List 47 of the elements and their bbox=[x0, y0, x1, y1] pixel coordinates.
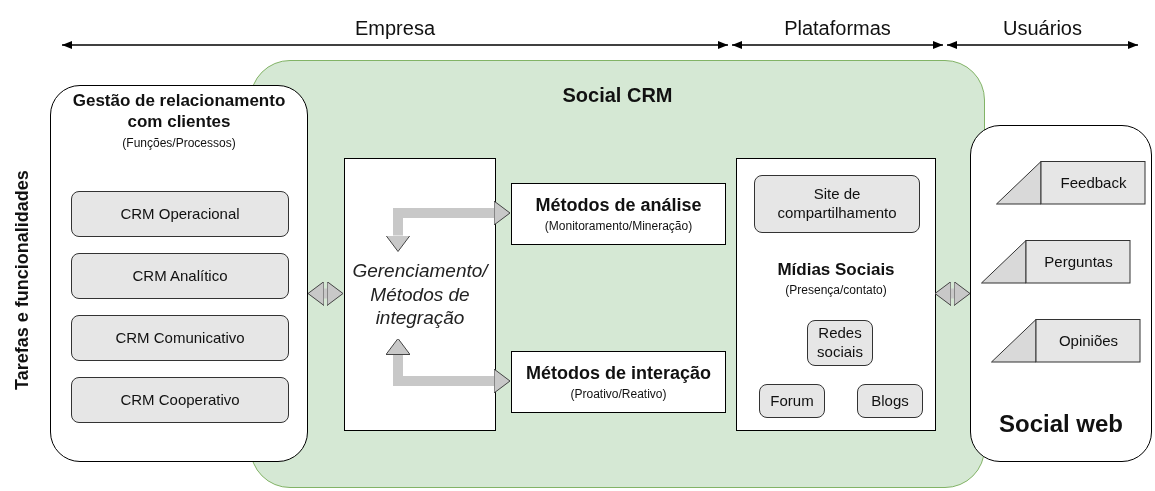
node-title: Perguntas bbox=[1043, 252, 1114, 272]
node-title: Gestão de relacionamento com clientes bbox=[71, 90, 287, 133]
block-arrow bbox=[307, 281, 344, 306]
axis-label: Tarefas e funcionalidades bbox=[12, 169, 33, 392]
node-title: Blogs bbox=[870, 391, 910, 411]
section-label: Empresa bbox=[355, 17, 435, 40]
process-box bbox=[71, 253, 289, 299]
process-box bbox=[511, 351, 726, 413]
process-box bbox=[736, 158, 936, 431]
process-box bbox=[754, 175, 920, 233]
block-arrow bbox=[385, 338, 511, 394]
node-title: Mídias Sociais bbox=[776, 259, 896, 281]
node-title: Opiniões bbox=[1057, 331, 1120, 351]
process-box bbox=[344, 158, 496, 431]
section-label: Usuários bbox=[1003, 17, 1082, 40]
manual-input-shape bbox=[996, 161, 1146, 205]
process-box bbox=[511, 183, 726, 245]
node-subtitle: (Funções/Processos) bbox=[121, 135, 237, 151]
node-subtitle: (Monitoramento/Mineração) bbox=[543, 219, 694, 235]
node-subtitle: (Presença/contato) bbox=[784, 283, 888, 299]
container-box bbox=[50, 85, 308, 462]
process-box bbox=[71, 191, 289, 237]
node-title: CRM Analítico bbox=[131, 266, 229, 286]
process-box bbox=[71, 315, 289, 361]
node-title: Gerenciamento/ Métodos de integração bbox=[351, 258, 490, 331]
block-arrow bbox=[385, 200, 511, 252]
node-title: CRM Cooperativo bbox=[119, 390, 241, 410]
node-title: Site de compartilhamento bbox=[776, 185, 898, 223]
node-title: Redes sociais bbox=[816, 324, 864, 362]
node-title: Métodos de análise bbox=[534, 193, 703, 217]
node-title: CRM Comunicativo bbox=[114, 328, 246, 348]
node-title: Social CRM bbox=[561, 83, 674, 108]
node-title: CRM Operacional bbox=[119, 204, 241, 224]
section-label: Plataformas bbox=[784, 17, 891, 40]
container-box bbox=[970, 125, 1152, 462]
process-box bbox=[759, 384, 825, 418]
manual-input-shape bbox=[991, 319, 1141, 363]
block-arrow bbox=[934, 281, 971, 306]
node-title: Feedback bbox=[1059, 173, 1128, 193]
node-title: Social web bbox=[997, 409, 1124, 439]
node-subtitle: (Proativo/Reativo) bbox=[569, 387, 668, 403]
node-title: Forum bbox=[769, 391, 815, 411]
process-box bbox=[807, 320, 873, 366]
node-title: Métodos de interação bbox=[524, 361, 712, 385]
process-box bbox=[71, 377, 289, 423]
process-box bbox=[857, 384, 923, 418]
manual-input-shape bbox=[981, 240, 1131, 284]
